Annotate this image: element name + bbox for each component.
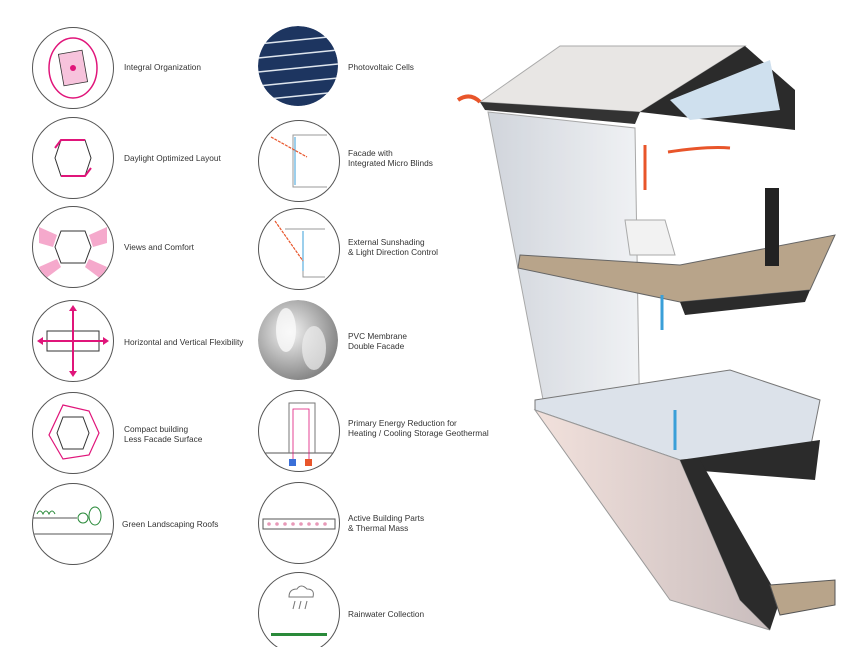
label-line: Integrated Micro Blinds: [348, 158, 433, 168]
geothermal-icon: [258, 390, 340, 472]
label-flexibility: Horizontal and Vertical Flexibility: [124, 337, 244, 347]
label-thermal-mass: Active Building Parts& Thermal Mass: [348, 513, 424, 533]
pvc-membrane-icon: [258, 300, 338, 380]
label-line: External Sunshading: [348, 237, 425, 247]
label-sunshading: External Sunshading& Light Direction Con…: [348, 237, 438, 257]
photovoltaic-icon: [258, 26, 338, 106]
label-line: & Light Direction Control: [348, 247, 438, 257]
label-green-roof: Green Landscaping Roofs: [122, 519, 219, 529]
rainwater-icon: [258, 572, 340, 647]
label-rainwater: Rainwater Collection: [348, 609, 425, 619]
label-line: Facade with: [348, 148, 393, 158]
label-line: & Thermal Mass: [348, 523, 409, 533]
label-photovoltaic: Photovoltaic Cells: [348, 62, 414, 72]
views-comfort-icon: [32, 206, 114, 288]
integral-organization-icon: [32, 27, 114, 109]
thermal-mass-icon: [258, 482, 340, 564]
label-line: Compact building: [124, 424, 189, 434]
green-roof-icon: [32, 483, 114, 565]
compact-building-icon: [32, 392, 114, 474]
label-line: Heating / Cooling Storage Geothermal: [348, 428, 489, 438]
label-line: PVC Membrane: [348, 331, 408, 341]
label-line: Double Facade: [348, 341, 405, 351]
daylight-layout-icon: [32, 117, 114, 199]
label-line: Primary Energy Reduction for: [348, 418, 457, 428]
sunshading-icon: [258, 208, 340, 290]
flexibility-icon: [32, 300, 114, 382]
air-exhaust-arrow: [456, 94, 482, 104]
label-line: Less Facade Surface: [124, 434, 203, 444]
label-integral-organization: Integral Organization: [124, 62, 202, 72]
building-section-illustration: [456, 45, 836, 631]
micro-blinds-icon: [258, 120, 340, 202]
label-line: Active Building Parts: [348, 513, 425, 523]
person-silhouette: [765, 188, 779, 266]
label-views-comfort: Views and Comfort: [124, 242, 194, 252]
label-daylight-layout: Daylight Optimized Layout: [124, 153, 221, 163]
